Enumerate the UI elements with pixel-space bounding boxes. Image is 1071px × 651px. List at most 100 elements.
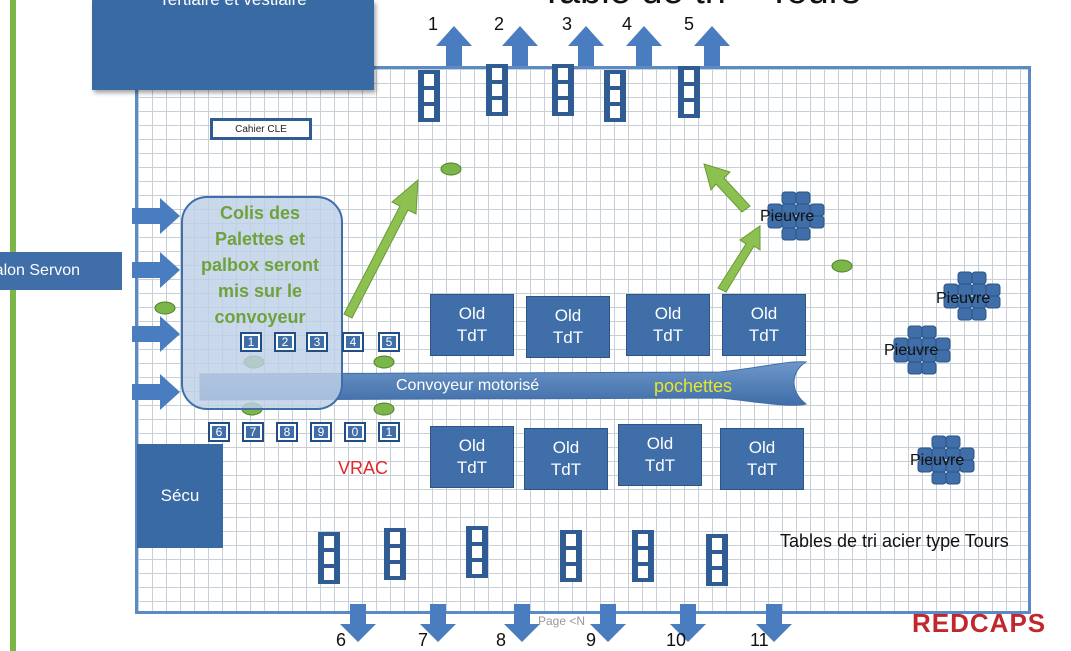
pochettes-label: pochettes [654,376,733,396]
bottom-outbound-arrows [340,604,792,642]
marker [373,402,395,416]
old-tdt-line2: TdT [746,460,778,479]
old-tdt-line2: TdT [652,326,684,345]
rack-bottom-3 [466,526,488,578]
tables-note: Tables de tri acier type Tours [780,531,1009,551]
small-box: 4 [342,332,364,352]
bottom-number-7: 7 [418,630,429,650]
bottom-arrow-11 [756,604,792,642]
top-outbound-arrows [436,26,730,66]
inbound-arrow-3 [132,316,180,352]
small-box: 9 [310,422,332,442]
pieuvre-label: Pieuvre [760,208,815,225]
old-tdt-line1: Old [458,436,486,455]
pieuvre-2-shape [943,271,1001,321]
pieuvre-label: Pieuvre [936,290,991,307]
small-box: 6 [208,422,230,442]
vrac-label: VRAC [338,458,389,478]
bottom-arrow-8 [504,604,540,642]
small-box: 1 [240,332,262,352]
old-tdt-line1: Old [554,306,582,325]
top-number-1: 1 [428,14,439,34]
top-number-2: 2 [494,14,505,34]
floor-plan-grid [135,66,1031,614]
top-arrow-1 [436,26,472,66]
top-arrow-5 [694,26,730,66]
pieuvre-label: Pieuvre [884,342,939,359]
old-tdt-line1: Old [646,434,674,453]
top-number-5: 5 [684,14,695,34]
green-arrows [343,163,761,319]
pieuvre-shapes [767,191,1001,485]
pieuvre-4-shape [917,435,975,485]
old-tdt-line1: Old [552,438,580,457]
left-accent-bar [10,0,16,651]
pieuvre-1-shape [767,191,825,241]
rack-top-2 [486,64,508,116]
rack-bottom-1 [318,532,340,584]
top-arrow-2 [502,26,538,66]
old-tdt-line2: TdT [644,456,676,475]
bottom-number-11: 11 [750,630,769,650]
small-box: 1 [378,422,400,442]
marker [831,259,853,273]
old-tdt-line1: Old [748,438,776,457]
tertiaire-label: Tertiaire et vestiaire [92,0,374,10]
green-arrow-main [343,178,419,319]
small-box: 7 [242,422,264,442]
inbound-arrows [132,198,180,410]
rack-bottom-6 [706,534,728,586]
top-number-4: 4 [622,14,633,34]
secu-label: Sécu [160,486,200,505]
rack-top-5 [678,66,700,118]
rack-bottom-4 [560,530,582,582]
old-tdt-line2: TdT [550,460,582,479]
old-tdt-line2: TdT [456,326,488,345]
bottom-number-9: 9 [586,630,597,650]
secu-box: Sécu [137,444,223,548]
rack-top-1 [418,70,440,122]
rack-top-3 [552,64,574,116]
colis-text: Colis des Palettes et palbox seront mis … [200,203,320,327]
inbound-arrow-4 [132,374,180,410]
marker [440,162,462,176]
conveyor-label: Convoyeur motorisé [396,377,540,394]
green-arrow-right-1 [703,163,751,213]
small-box: 2 [274,332,296,352]
small-box: 8 [276,422,298,442]
marker [154,301,176,315]
pieuvre-3-shape [893,325,951,375]
bottom-arrow-9 [590,604,626,642]
top-number-3: 3 [562,14,573,34]
old-tdt-line2: TdT [552,328,584,347]
rack-top-4 [604,70,626,122]
cahier-cle-box: Cahier CLE [210,118,312,140]
small-box: 3 [306,332,328,352]
inbound-arrow-1 [132,198,180,234]
old-tdt-line1: Old [458,304,486,323]
conveyor-tube [199,361,808,406]
small-box: 5 [378,332,400,352]
top-arrow-4 [626,26,662,66]
bottom-arrow-10 [670,604,706,642]
colis-panel [181,196,343,410]
servon-label: Salon Servon [0,262,81,279]
top-arrow-3 [568,26,604,66]
old-tdt-line2: TdT [748,326,780,345]
rack-bottom-5 [632,530,654,582]
bottom-arrow-7 [420,604,456,642]
small-box: 0 [344,422,366,442]
marker [373,355,395,369]
rack-bottom-2 [384,528,406,580]
old-tdt-line1: Old [750,304,778,323]
servon-box: Salon Servon [0,252,122,290]
tertiaire-box: Tertiaire et vestiaire [92,0,374,90]
